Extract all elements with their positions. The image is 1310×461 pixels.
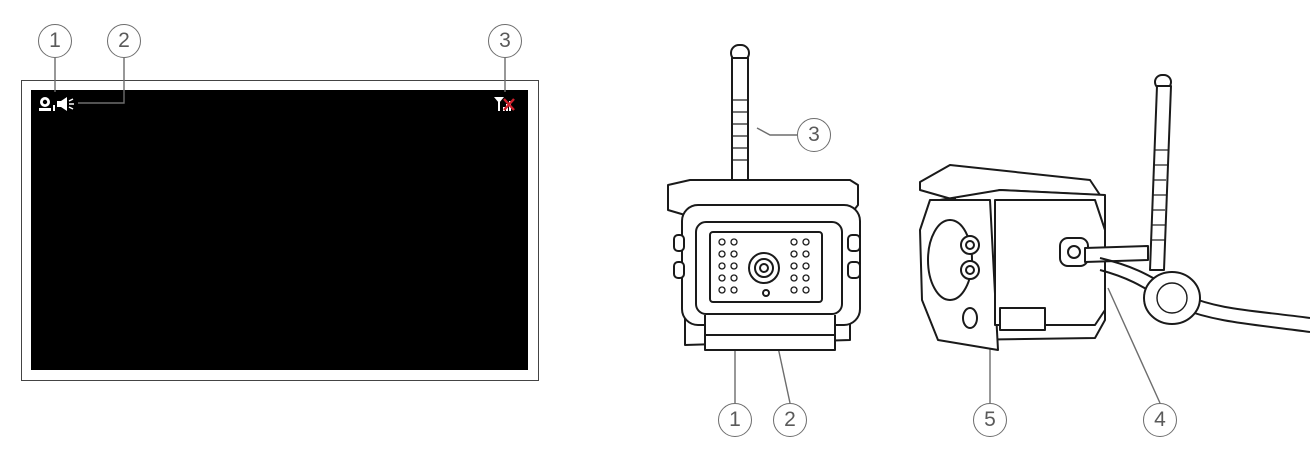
callout-4-cable-connector: 4 (1143, 403, 1177, 437)
callout-1: 1 (38, 24, 72, 58)
callout-1-ir-leds: 1 (718, 403, 752, 437)
signal-no-link-icon (494, 97, 515, 111)
callout-3: 3 (488, 24, 522, 58)
monitor-display (21, 80, 539, 381)
callout-5-mounting-bracket: 5 (973, 403, 1007, 437)
front-camera-illustration (667, 44, 861, 351)
camera-channel-icon (39, 97, 55, 111)
speaker-icon (57, 97, 74, 111)
callout-2: 2 (107, 24, 141, 58)
monitor-screen (31, 90, 528, 370)
side-camera-illustration (919, 74, 1310, 351)
callout-3-antenna: 3 (797, 118, 831, 152)
callout-2-lens: 2 (773, 403, 807, 437)
